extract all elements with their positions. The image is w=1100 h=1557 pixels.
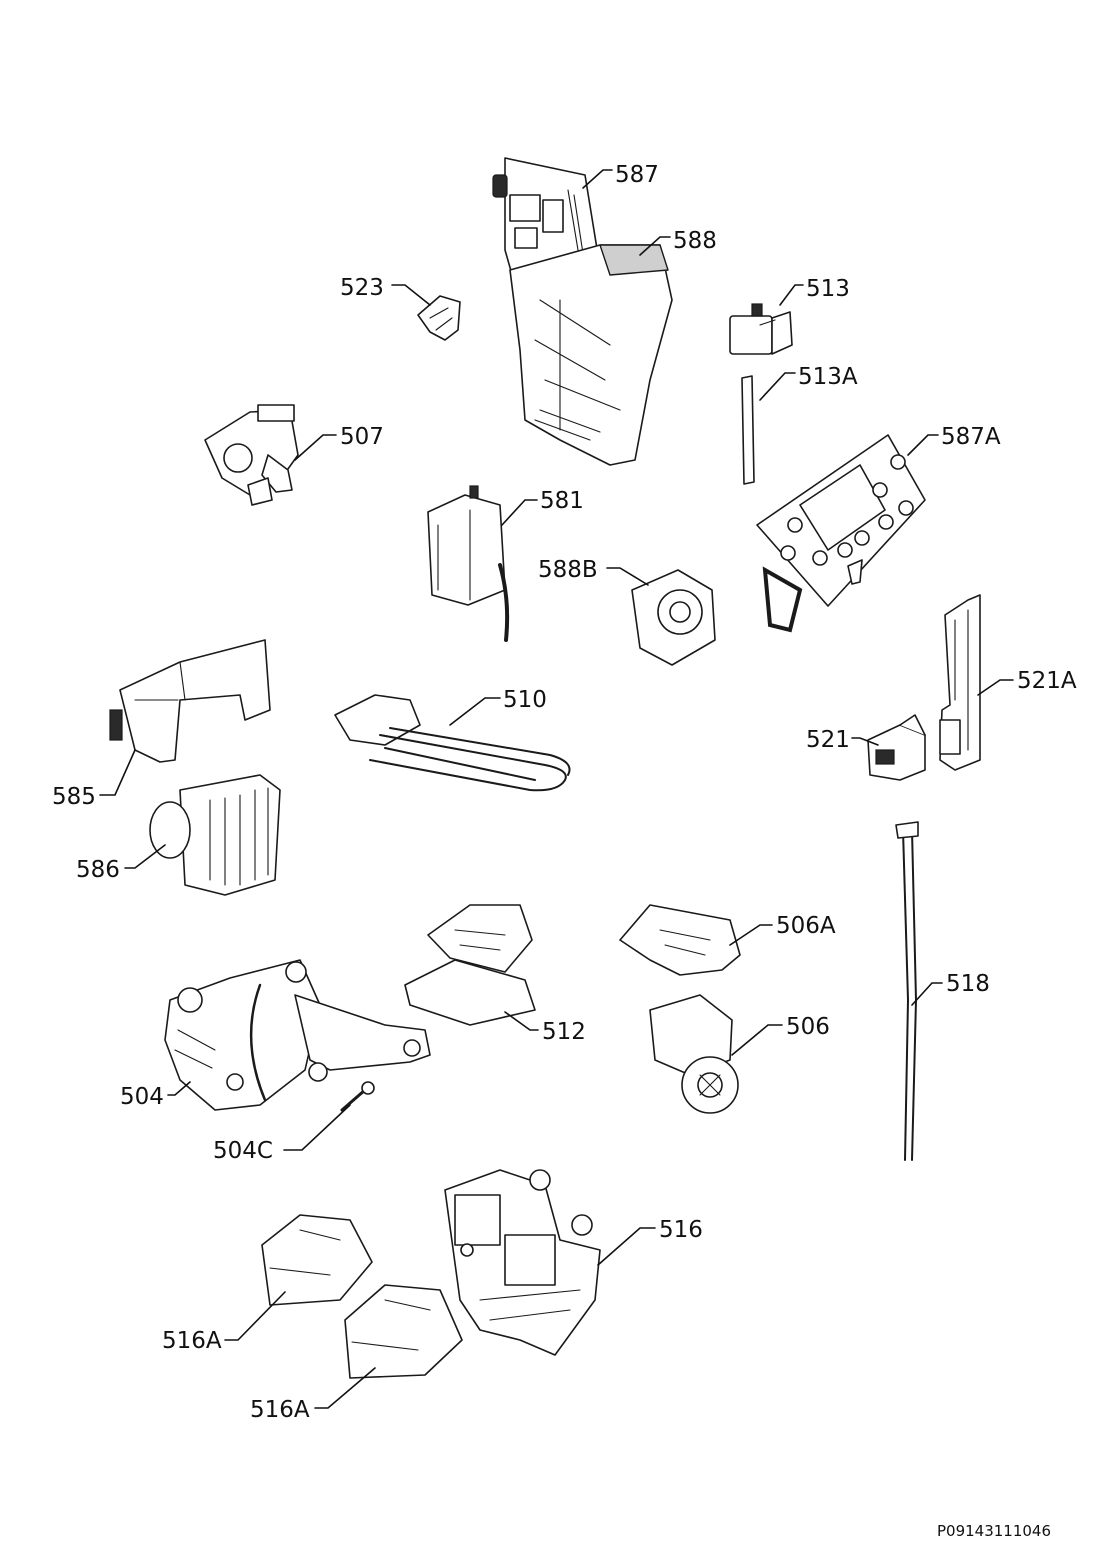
callout-588b: 588B bbox=[538, 557, 598, 583]
callout-588: 588 bbox=[673, 228, 717, 254]
callout-506: 506 bbox=[786, 1014, 830, 1040]
callout-504c: 504C bbox=[213, 1138, 273, 1164]
callout-521a: 521A bbox=[1017, 668, 1077, 694]
callout-581: 581 bbox=[540, 488, 584, 514]
part-587a-display-board bbox=[756, 434, 926, 633]
part-504c-screw bbox=[340, 1081, 375, 1112]
callout-516: 516 bbox=[659, 1217, 703, 1243]
part-585-cover bbox=[109, 639, 271, 763]
callout-504: 504 bbox=[120, 1084, 164, 1110]
part-586-filter bbox=[149, 774, 281, 896]
callout-585: 585 bbox=[52, 784, 96, 810]
part-518-wire bbox=[895, 821, 919, 1161]
part-510-heating-element bbox=[334, 694, 571, 792]
part-588b-pressure-switch bbox=[631, 569, 716, 666]
part-512-drain-filter bbox=[404, 904, 536, 1026]
callout-512: 512 bbox=[542, 1019, 586, 1045]
callout-518: 518 bbox=[946, 971, 990, 997]
callout-587a: 587A bbox=[941, 424, 1001, 450]
part-521-door-lock bbox=[867, 714, 926, 781]
callout-516a-1: 516A bbox=[162, 1328, 222, 1354]
callout-516a-2: 516A bbox=[250, 1397, 310, 1423]
callout-587: 587 bbox=[615, 162, 659, 188]
part-581-electronic-module bbox=[427, 485, 510, 642]
leader-lines bbox=[99, 169, 1014, 1409]
part-516a-cover-1 bbox=[261, 1214, 373, 1306]
part-504-motor bbox=[164, 959, 431, 1111]
callout-510: 510 bbox=[503, 687, 547, 713]
callout-513: 513 bbox=[806, 276, 850, 302]
part-513-relay bbox=[729, 303, 793, 355]
callout-521: 521 bbox=[806, 727, 850, 753]
part-506-drain-pump bbox=[649, 994, 739, 1114]
document-reference: P09143111046 bbox=[937, 1522, 1051, 1540]
part-506a-pump-cover bbox=[619, 904, 741, 976]
part-513a-rod bbox=[741, 375, 755, 485]
callout-labels: 587 588 523 513 513A 507 587A 581 588B 5… bbox=[52, 162, 1077, 1423]
part-516-valve-assembly bbox=[444, 1169, 601, 1356]
part-588-board-housing bbox=[509, 244, 673, 466]
callout-513a: 513A bbox=[798, 364, 858, 390]
callout-586: 586 bbox=[76, 857, 120, 883]
callout-506a: 506A bbox=[776, 913, 836, 939]
part-507-inlet-valve bbox=[204, 404, 299, 506]
part-516a-cover-2 bbox=[344, 1284, 463, 1379]
part-523-clip bbox=[417, 295, 461, 341]
part-521a-bracket bbox=[939, 594, 981, 771]
callout-507: 507 bbox=[340, 424, 384, 450]
callout-523: 523 bbox=[340, 275, 384, 301]
